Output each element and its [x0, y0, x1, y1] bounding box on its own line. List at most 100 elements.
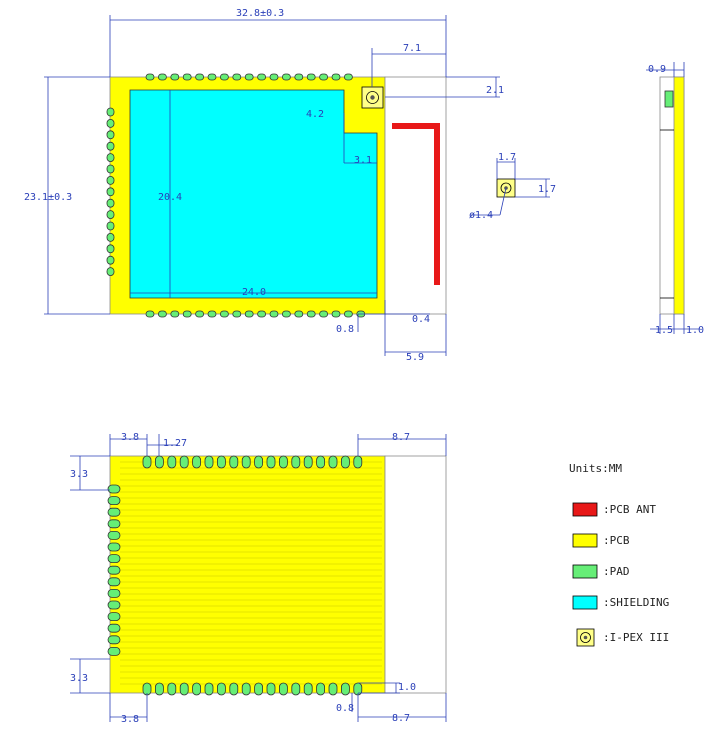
- pad: [266, 455, 276, 469]
- top-pads-left: [106, 107, 115, 277]
- pad: [353, 455, 363, 469]
- pad: [107, 519, 121, 529]
- pad: [154, 682, 164, 696]
- pad: [106, 244, 115, 254]
- pad: [107, 531, 121, 540]
- legend-swatch-pcb: [572, 533, 598, 548]
- legend-label-shielding: :SHIELDING: [603, 596, 669, 609]
- pad: [331, 73, 341, 81]
- legend-swatch-pcb-ant: [572, 502, 598, 517]
- pad: [281, 73, 291, 81]
- pad: [316, 682, 326, 696]
- pad: [257, 310, 267, 318]
- pad: [106, 221, 115, 231]
- pad: [303, 682, 313, 696]
- detail-w: 1.7: [498, 152, 516, 163]
- pad: [106, 255, 115, 265]
- pad: [142, 455, 152, 469]
- pad: [207, 310, 217, 318]
- pad: [182, 310, 192, 318]
- pad: [106, 267, 115, 277]
- pad: [170, 310, 180, 318]
- bot-side-bottom: 3.3: [70, 673, 88, 684]
- side-pcb: [673, 76, 685, 315]
- pad: [106, 119, 115, 128]
- pad: [316, 455, 326, 469]
- dim-connector-x: 7.1: [403, 43, 421, 54]
- pad: [107, 496, 121, 506]
- pad: [216, 455, 226, 469]
- side-view: 0.9 1.5 1.0: [646, 62, 704, 336]
- dim-pad-w: 0.8: [336, 324, 354, 335]
- bot-left-offset-top: 3.8: [121, 432, 139, 443]
- side-top: 0.9: [648, 64, 666, 75]
- legend-label-pad: :PAD: [603, 565, 630, 578]
- pad: [278, 682, 288, 696]
- pad: [303, 455, 313, 469]
- pad: [106, 175, 115, 185]
- pad: [107, 635, 121, 645]
- pad: [241, 682, 251, 696]
- pad: [291, 682, 301, 696]
- bot-side-top: 3.3: [70, 469, 88, 480]
- legend-label-ipex: :I-PEX III: [603, 631, 669, 644]
- pad: [306, 310, 316, 318]
- pad: [207, 73, 217, 81]
- detail-dia: ø1.4: [469, 210, 493, 221]
- pad: [106, 232, 115, 242]
- pad: [170, 73, 180, 81]
- dim-shield-h: 20.4: [158, 192, 182, 203]
- top-pads-bottom: [145, 310, 366, 318]
- bot-pitch: 1.27: [163, 438, 187, 449]
- bot-pad-len: 1.0: [398, 682, 416, 693]
- dim-width: 32.8±0.3: [236, 8, 284, 19]
- pad: [107, 623, 121, 633]
- pad: [107, 507, 121, 517]
- pad: [244, 310, 254, 318]
- pad: [294, 310, 304, 318]
- pad: [232, 73, 242, 81]
- pad: [306, 73, 316, 81]
- dim-height: 23.1±0.3: [24, 192, 72, 203]
- pad: [106, 130, 115, 140]
- bot-left-offset-bottom: 3.8: [121, 714, 139, 725]
- pad: [107, 600, 121, 610]
- legend-units: Units:MM: [569, 462, 622, 475]
- pad: [106, 210, 115, 220]
- legend-label-pcb: :PCB: [603, 534, 630, 547]
- pad: [278, 455, 288, 469]
- pad: [269, 310, 279, 318]
- detail-h: 1.7: [538, 184, 556, 195]
- legend: Units:MM :PCB ANT :PCB :PAD :SHIELDING :…: [569, 462, 669, 647]
- top-pads-top: [145, 73, 353, 81]
- dim-notch-w: 3.1: [354, 155, 372, 166]
- pad: [204, 682, 214, 696]
- bottom-pcb: [109, 455, 386, 694]
- dim-shield-w: 24.0: [242, 287, 266, 298]
- pad: [192, 455, 202, 469]
- bottom-antenna-region: [384, 455, 447, 694]
- pad: [107, 565, 121, 575]
- legend-label-pcb-ant: :PCB ANT: [603, 503, 656, 516]
- pcb-antenna: [392, 123, 440, 285]
- pad: [167, 455, 177, 469]
- pad: [343, 73, 353, 81]
- pad: [179, 682, 189, 696]
- pad: [192, 682, 202, 696]
- pad: [219, 310, 229, 318]
- pad: [319, 310, 329, 318]
- pad: [343, 310, 353, 318]
- dim-notch-h: 4.2: [306, 109, 324, 120]
- dim-ant-w: 5.9: [406, 352, 424, 363]
- pad: [145, 73, 155, 81]
- pad: [182, 73, 192, 81]
- dim-pad-gap: 0.4: [412, 314, 430, 325]
- pad: [154, 455, 164, 469]
- pad: [167, 682, 177, 696]
- pad: [269, 73, 279, 81]
- pad: [294, 73, 304, 81]
- pad: [145, 310, 155, 318]
- pad: [106, 164, 115, 174]
- pad: [107, 484, 121, 494]
